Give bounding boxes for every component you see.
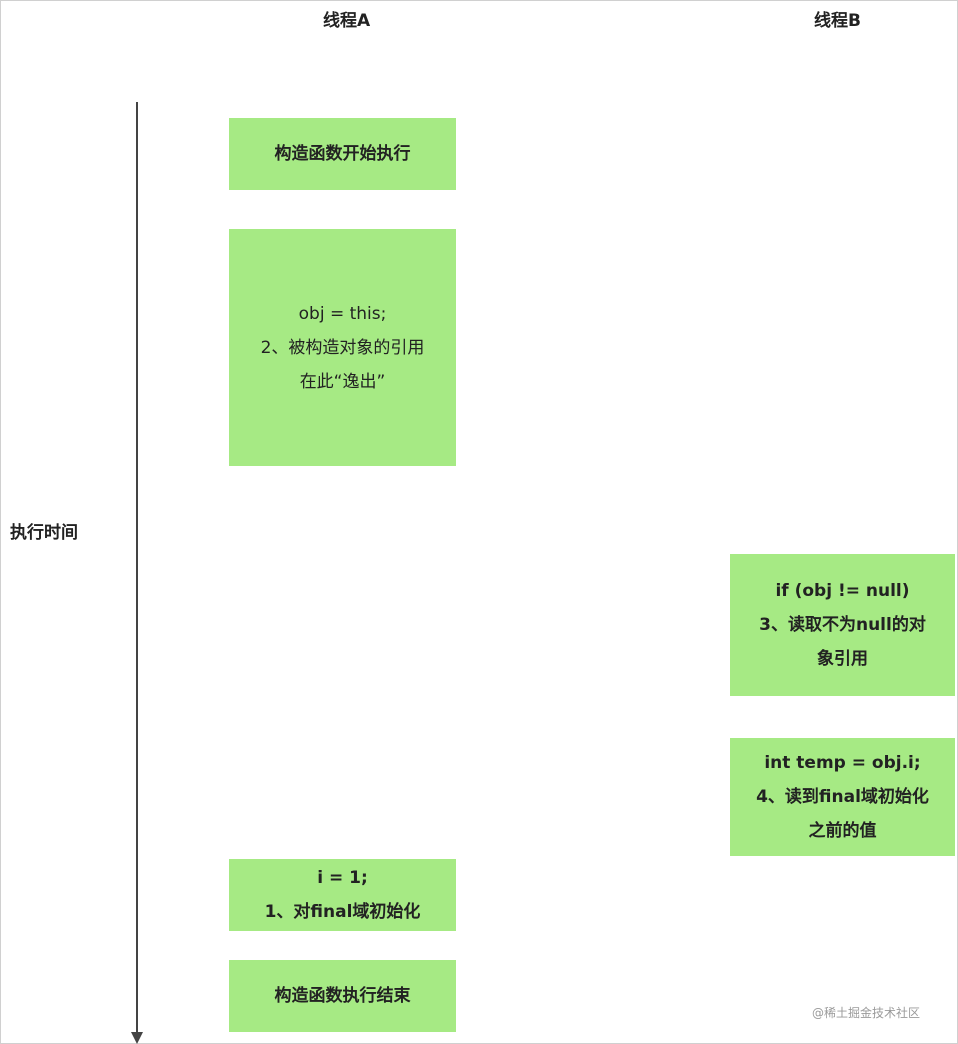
escape-note-2: 在此“逸出” — [299, 371, 386, 392]
timeline-arrow — [131, 102, 143, 1044]
thread-b-header: 线程B — [814, 11, 861, 31]
read-final-note-1: 4、读到final域初始化 — [756, 787, 929, 807]
read-final-box: int temp = obj.i; 4、读到final域初始化 之前的值 — [730, 738, 955, 856]
final-init-note: 1、对final域初始化 — [264, 902, 421, 922]
read-obj-code: if (obj != null) — [775, 581, 910, 601]
ctor-end-text: 构造函数执行结束 — [274, 986, 411, 1006]
final-init-code: i = 1; — [317, 868, 368, 888]
ctor-end-box: 构造函数执行结束 — [229, 960, 456, 1032]
final-init-box: i = 1; 1、对final域初始化 — [229, 859, 456, 931]
escape-note-1: 2、被构造对象的引用 — [260, 337, 425, 358]
read-final-code: int temp = obj.i; — [764, 753, 921, 773]
ctor-start-text: 构造函数开始执行 — [274, 144, 411, 164]
thread-a-header: 线程A — [323, 11, 371, 31]
escape-box: obj = this; 2、被构造对象的引用 在此“逸出” — [229, 229, 456, 466]
read-obj-note-2: 象引用 — [817, 649, 868, 669]
timeline-label: 执行时间 — [10, 523, 78, 543]
read-obj-note-1: 3、读取不为null的对 — [759, 615, 926, 635]
read-final-note-2: 之前的值 — [808, 821, 877, 841]
escape-code: obj = this; — [298, 303, 387, 324]
read-obj-box: if (obj != null) 3、读取不为null的对 象引用 — [730, 554, 955, 696]
watermark: @稀土掘金技术社区 — [812, 1006, 921, 1020]
ctor-start-box: 构造函数开始执行 — [229, 118, 456, 190]
